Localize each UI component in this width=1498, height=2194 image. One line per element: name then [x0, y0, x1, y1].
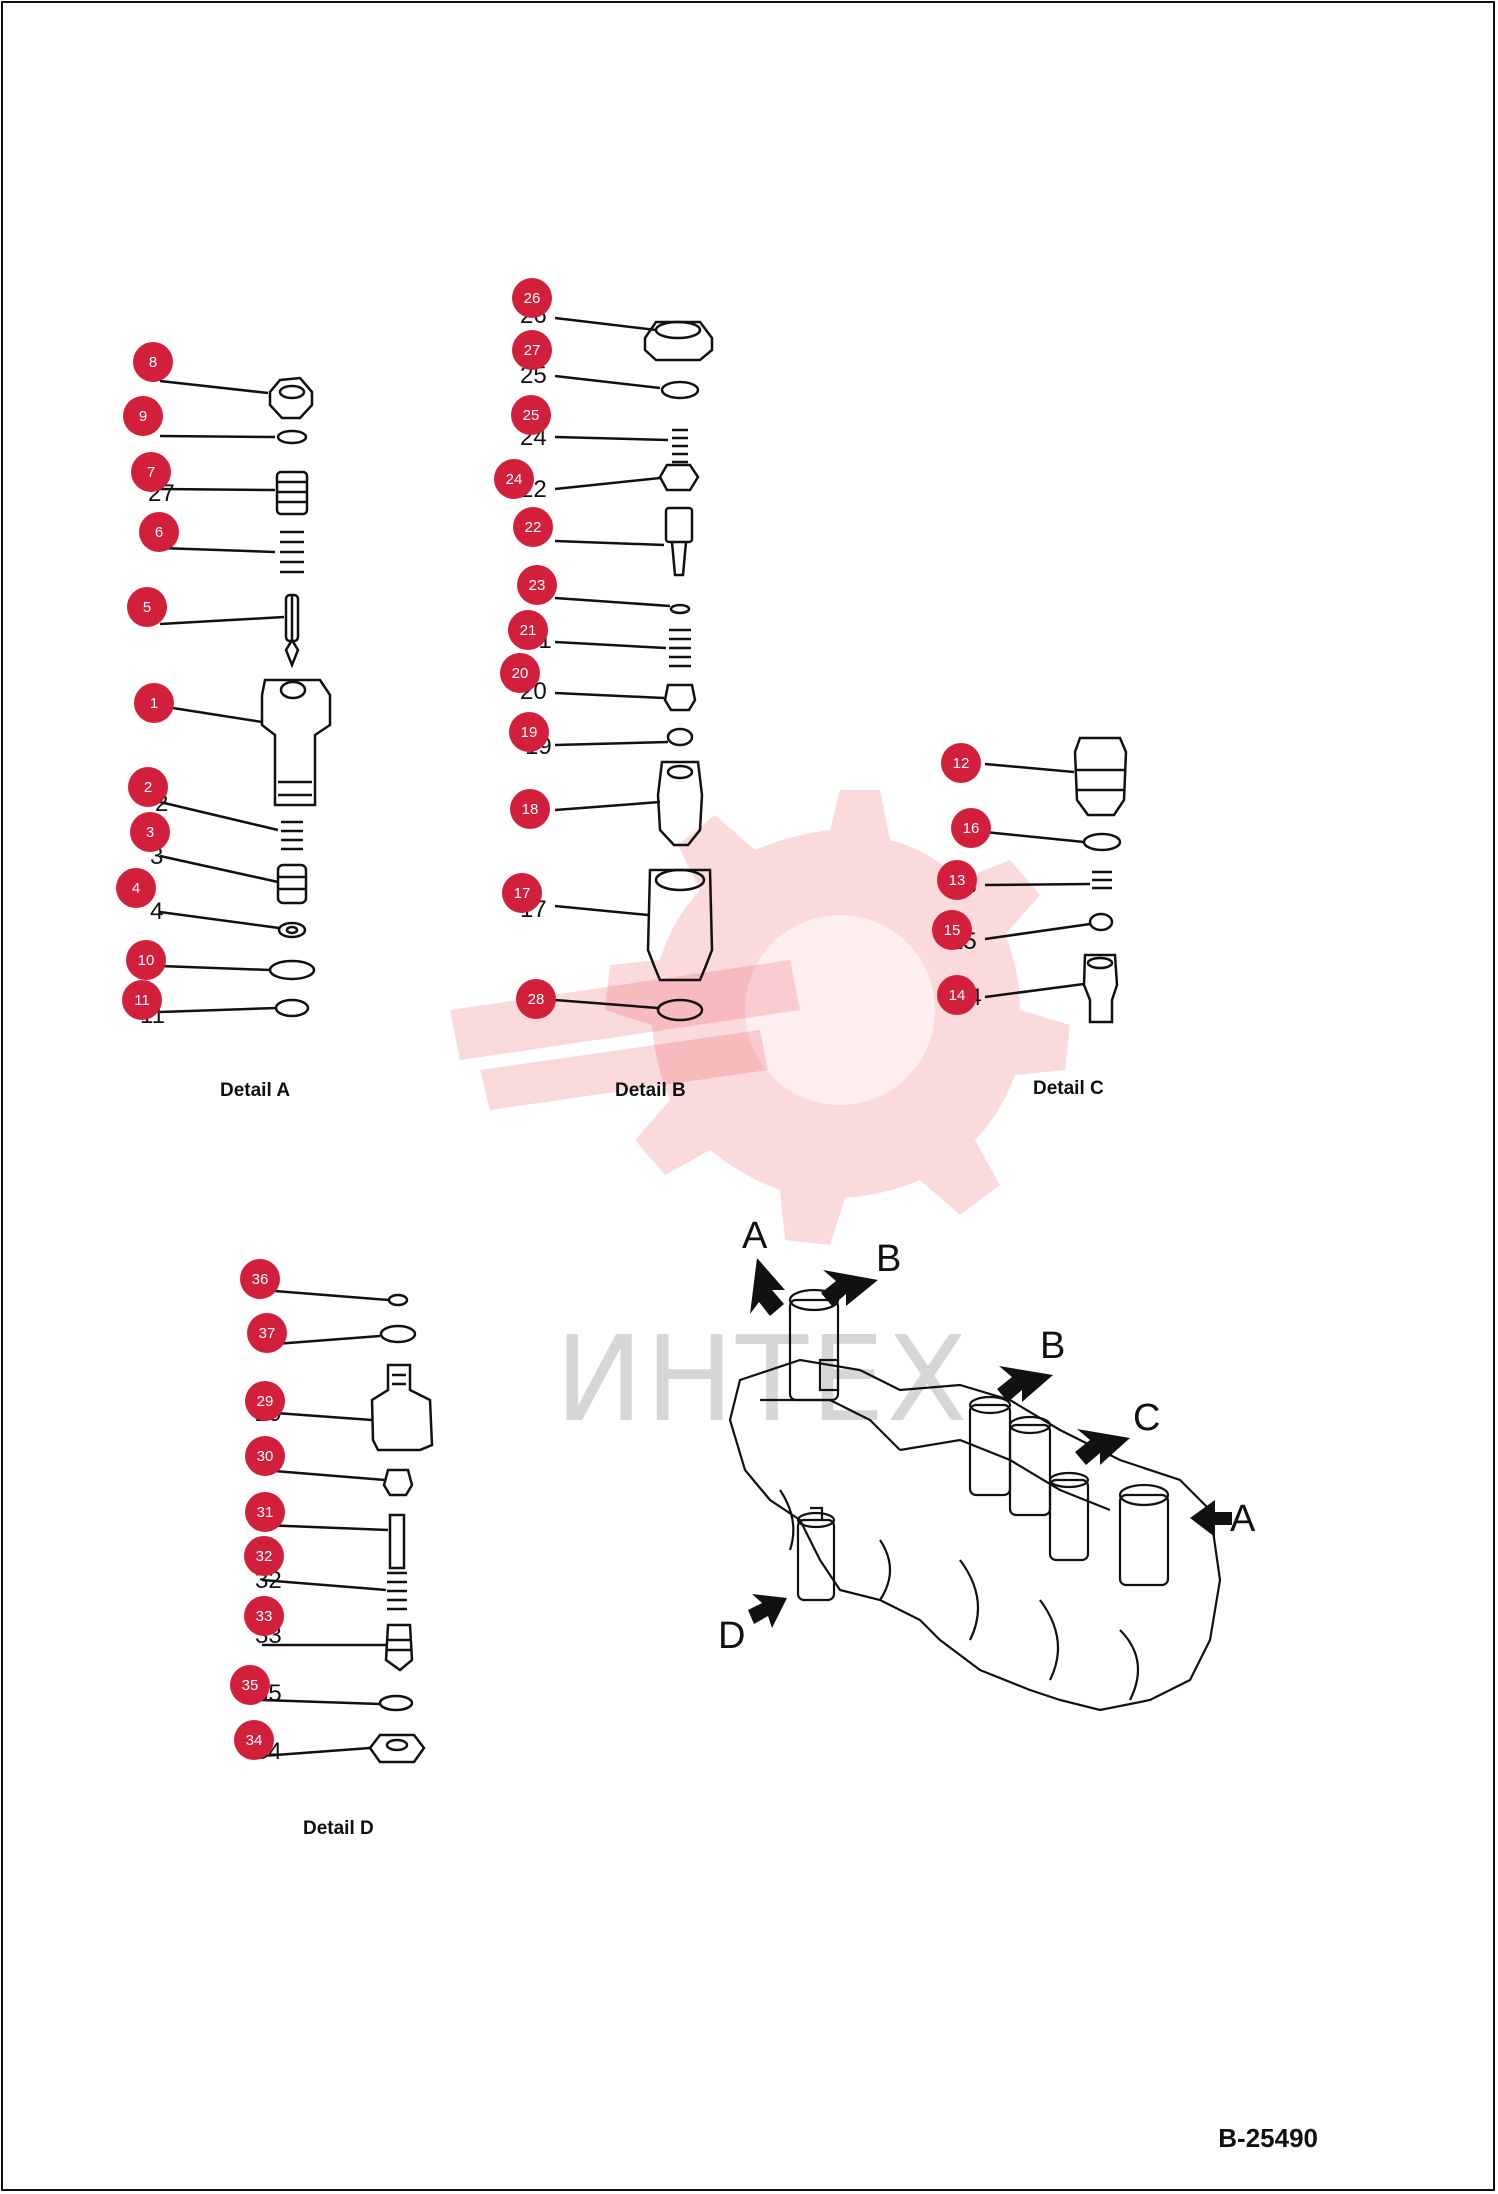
- valve-assembly-drawing: [728, 1288, 1222, 1712]
- view-arrows: [748, 1258, 1232, 1628]
- callout-badge[interactable]: 7: [131, 452, 171, 492]
- callout-badge[interactable]: 35: [230, 1665, 270, 1705]
- part-number: 4: [150, 898, 164, 925]
- callout-badge[interactable]: 12: [941, 743, 981, 783]
- detail-a-caption: Detail A: [220, 1080, 291, 1101]
- view-letter-c: C: [1133, 1397, 1161, 1439]
- callout-badge[interactable]: 33: [244, 1596, 284, 1636]
- callout-badge[interactable]: 14: [937, 975, 977, 1015]
- callout-badge[interactable]: 20: [500, 653, 540, 693]
- callout-badge[interactable]: 23: [517, 565, 557, 605]
- callout-badge[interactable]: 27: [512, 330, 552, 370]
- callout-badge[interactable]: 37: [247, 1313, 287, 1353]
- callout-badge[interactable]: 16: [951, 808, 991, 848]
- callout-badge[interactable]: 19: [509, 712, 549, 752]
- callout-badge[interactable]: 8: [133, 342, 173, 382]
- callout-badge[interactable]: 17: [502, 873, 542, 913]
- view-letter-b: B: [1040, 1325, 1066, 1367]
- callout-badge[interactable]: 5: [127, 587, 167, 627]
- view-letter-d: D: [718, 1615, 746, 1657]
- view-letter-a: A: [1230, 1498, 1256, 1540]
- callout-badge[interactable]: 18: [510, 789, 550, 829]
- detail-c-parts: [984, 736, 1128, 1024]
- watermark-text: ИНТЕХ: [555, 1310, 970, 1448]
- callout-badge[interactable]: 29: [245, 1381, 285, 1421]
- callout-badge[interactable]: 6: [139, 512, 179, 552]
- detail-d-parts: [261, 1288, 434, 1764]
- detail-c-caption: Detail C: [1033, 1078, 1104, 1099]
- callout-badge[interactable]: 31: [245, 1492, 285, 1532]
- callout-badge[interactable]: 24: [494, 459, 534, 499]
- figure-number: B-25490: [1218, 2123, 1318, 2153]
- callout-badge[interactable]: 3: [130, 812, 170, 852]
- detail-b-caption: Detail B: [615, 1080, 686, 1101]
- callout-badge[interactable]: 28: [516, 979, 556, 1019]
- callout-badge[interactable]: 15: [932, 910, 972, 950]
- callout-badge[interactable]: 1: [134, 683, 174, 723]
- callout-badge[interactable]: 4: [116, 868, 156, 908]
- callout-badge[interactable]: 30: [245, 1436, 285, 1476]
- callout-badge[interactable]: 32: [244, 1536, 284, 1576]
- view-letter-b: B: [876, 1238, 902, 1280]
- detail-a-parts: [159, 376, 332, 1018]
- callout-badge[interactable]: 11: [122, 980, 162, 1020]
- detail-d-caption: Detail D: [303, 1818, 374, 1839]
- view-letter-a: A: [742, 1215, 768, 1257]
- callout-badge[interactable]: 21: [508, 610, 548, 650]
- callout-badge[interactable]: 36: [240, 1259, 280, 1299]
- detail-b-parts: [554, 316, 714, 1022]
- callout-badge[interactable]: 9: [123, 396, 163, 436]
- callout-badge[interactable]: 22: [513, 507, 553, 547]
- callout-badge[interactable]: 26: [512, 278, 552, 318]
- callout-badge[interactable]: 25: [511, 395, 551, 435]
- callout-badge[interactable]: 2: [128, 767, 168, 807]
- callout-badge[interactable]: 13: [937, 860, 977, 900]
- callout-badge[interactable]: 10: [126, 940, 166, 980]
- callout-badge[interactable]: 34: [234, 1720, 274, 1760]
